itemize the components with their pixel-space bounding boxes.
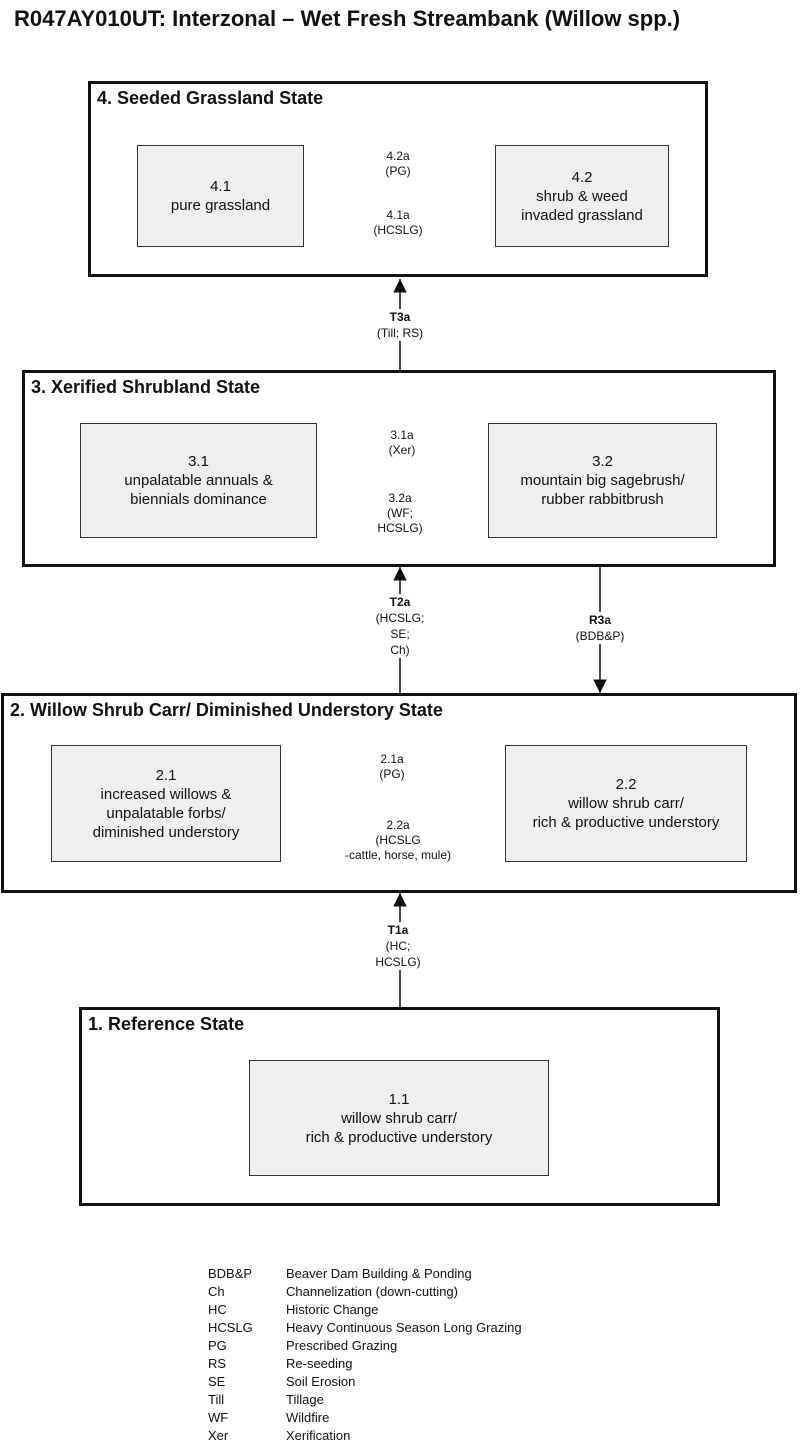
pathway-3-1a-label: 3.1a(Xer) [388,428,416,457]
pathway-2-2a-label: 2.2a(HCSLG-cattle, horse, mule) [344,818,452,862]
phase-3-2-text-line1: mountain big sagebrush/ [520,472,685,489]
phase-1-1-box: 1.1 willow shrub carr/ rich & productive… [249,1060,549,1176]
phase-4-1-text: pure grassland [170,197,271,214]
phase-4-2-box: 4.2 shrub & weed invaded grassland [495,145,669,247]
phase-4-2-text-line2: invaded grassland [521,206,643,224]
phase-2-1-label: 2.1 [155,766,177,784]
phase-2-1-text-line3: diminished understory [92,823,240,841]
pathway-4-2a-label: 4.2a(PG) [385,149,411,178]
phase-3-2-text-line2: rubber rabbitbrush [541,491,664,508]
pathway-2-1a-label: 2.1a(PG) [379,752,405,781]
transition-t3a-label: T3a (Till; RS) [376,309,424,341]
phase-1-1-text-line2: rich & productive understory [305,1128,493,1146]
diagram-title: R047AY010UT: Interzonal – Wet Fresh Stre… [14,6,681,31]
phase-2-2-text-line2: rich & productive understory [532,814,720,831]
pathway-3-2a-label: 3.2a(WF;HCSLG) [377,491,423,535]
phase-2-2-box: 2.2 willow shrub carr/ rich & productive… [505,745,747,862]
phase-1-1-text-line1: willow shrub carr/ [341,1109,457,1127]
phase-4-2-text-line1: shrub & weed [536,187,628,205]
phase-3-1-label: 3.1 [188,453,209,470]
phase-2-2-label: 2.2 [615,776,637,793]
phase-3-1-text-line2: biennials dominance [130,491,267,508]
pathway-4-1a-label: 4.1a(HCSLG) [373,208,423,237]
phase-4-1-label: 4.1 [210,178,231,195]
phase-3-1-text-line1: unpalatable annuals & [124,472,273,489]
phase-4-2-label: 4.2 [571,168,593,186]
state-3-title: 3. Xerified Shrubland State [31,377,261,397]
transition-t2a-label: T2a (HCSLG; SE; Ch) [375,594,425,658]
state-1-title: 1. Reference State [88,1014,245,1034]
transition-r3a-label: R3a (BDB&P) [575,612,625,644]
phase-2-1-box: 2.1 increased willows & unpalatable forb… [51,745,281,862]
phase-3-2-box: 3.2 mountain big sagebrush/ rubber rabbi… [488,423,717,538]
phase-2-1-text-line1: increased willows & [100,785,232,803]
state-4-title: 4. Seeded Grassland State [97,88,324,108]
transition-t1a-label: T1a (HC; HCSLG) [375,922,421,970]
phase-4-1-box: 4.1 pure grassland [137,145,304,247]
phase-2-1-text-line2: unpalatable forbs/ [106,804,226,822]
phase-3-1-box: 3.1 unpalatable annuals & biennials domi… [80,423,317,538]
phase-2-2-text-line1: willow shrub carr/ [568,795,684,812]
phase-3-2-label: 3.2 [592,453,613,470]
state-2-title: 2. Willow Shrub Carr/ Diminished Underst… [10,700,443,720]
phase-1-1-label: 1.1 [388,1090,410,1108]
